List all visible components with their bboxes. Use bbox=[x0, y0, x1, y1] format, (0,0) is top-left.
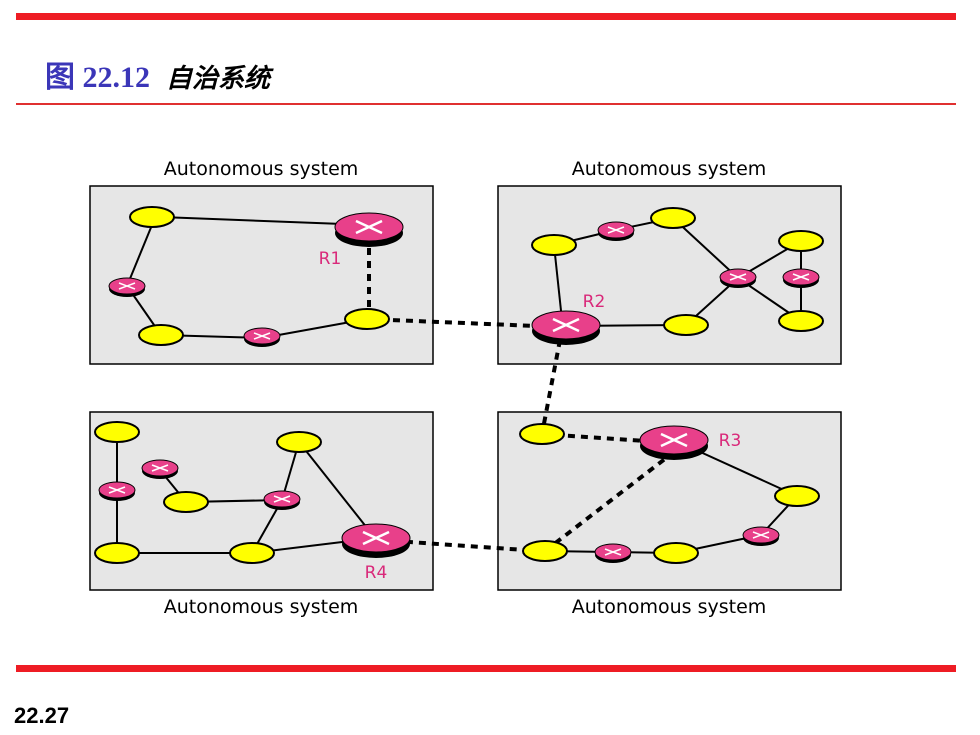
router-r2-icon bbox=[531, 310, 601, 345]
router-icon bbox=[719, 268, 757, 288]
figure-title: 自治系统 bbox=[166, 64, 271, 93]
host-node bbox=[522, 540, 568, 562]
host-node bbox=[663, 314, 709, 336]
host-node bbox=[519, 423, 565, 445]
host-node bbox=[778, 310, 824, 332]
router-label-r2: R2 bbox=[583, 292, 606, 312]
router-icon bbox=[742, 526, 780, 546]
host-node bbox=[229, 542, 275, 564]
host-node bbox=[276, 431, 322, 453]
as-label-4: Autonomous system bbox=[572, 596, 767, 618]
page-title: 图 22.12 自治系统 bbox=[45, 52, 270, 96]
host-node bbox=[344, 308, 390, 330]
host-node bbox=[653, 542, 699, 564]
small-routers bbox=[98, 221, 820, 563]
host-node bbox=[650, 207, 696, 229]
router-r4-icon bbox=[341, 523, 411, 558]
router-r3-icon bbox=[639, 425, 709, 460]
router-label-r1: R1 bbox=[319, 249, 342, 269]
router-icon bbox=[263, 490, 301, 510]
router-icon bbox=[594, 543, 632, 563]
host-node bbox=[94, 421, 140, 443]
hosts bbox=[94, 206, 824, 564]
router-r1-icon bbox=[334, 212, 404, 247]
page-number: 22.27 bbox=[14, 703, 70, 728]
as-label-1: Autonomous system bbox=[164, 158, 359, 180]
host-node bbox=[94, 542, 140, 564]
as-label-2: Autonomous system bbox=[572, 158, 767, 180]
title-divider bbox=[16, 103, 956, 105]
router-icon bbox=[98, 481, 136, 501]
router-label-r3: R3 bbox=[719, 431, 742, 451]
top-accent-bar bbox=[16, 13, 956, 20]
host-node bbox=[163, 491, 209, 513]
router-icon bbox=[782, 268, 820, 288]
router-icon bbox=[597, 221, 635, 241]
figure-label: 图 22.12 bbox=[45, 61, 150, 94]
router-label-r4: R4 bbox=[365, 563, 388, 583]
router-icon bbox=[141, 459, 179, 479]
bottom-accent-bar bbox=[16, 665, 956, 672]
router-icon bbox=[108, 277, 146, 297]
router-icon bbox=[243, 327, 281, 347]
host-node bbox=[774, 485, 820, 507]
host-node bbox=[138, 324, 184, 346]
host-node bbox=[531, 234, 577, 256]
host-node bbox=[778, 230, 824, 252]
boundary-routers bbox=[334, 212, 709, 558]
as-label-3: Autonomous system bbox=[164, 596, 359, 618]
host-node bbox=[129, 206, 175, 228]
